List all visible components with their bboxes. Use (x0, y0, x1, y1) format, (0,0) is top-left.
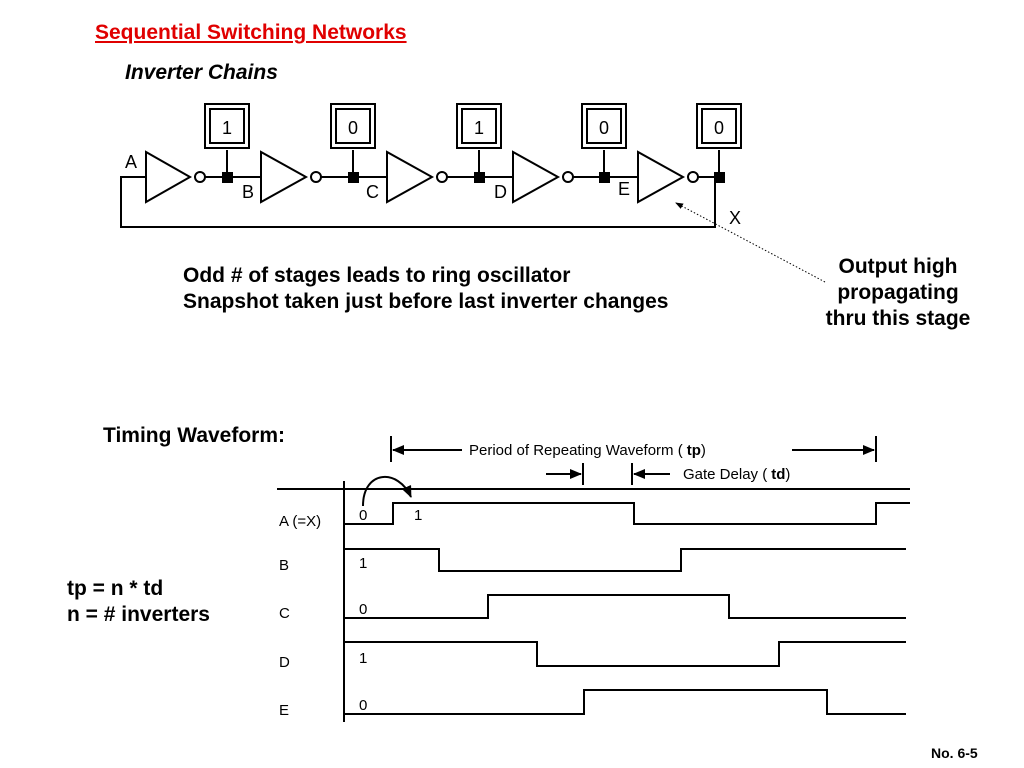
waveform-a (344, 502, 910, 525)
inverter-1 (145, 150, 193, 204)
period-label: Period of Repeating Waveform (tp) (469, 442, 706, 459)
probe-pin-5 (714, 172, 725, 183)
callout-line-3: thru this stage (825, 307, 971, 330)
waveform-d (344, 641, 906, 667)
callout-text: Output high propagating thru this stage (812, 254, 984, 332)
waveform-e (344, 689, 906, 715)
signal-name-a: A (=X) (279, 513, 321, 530)
timing-waveform-title: Timing Waveform: (103, 424, 286, 447)
inverter-4 (512, 150, 561, 204)
waveform-c (344, 594, 906, 619)
node-label-c: C (366, 182, 379, 202)
probe-pin-4 (599, 172, 610, 183)
page-number: No. 6-5 (931, 745, 978, 761)
node-label-b: B (242, 182, 254, 202)
slide-title: Sequential Switching Networks (95, 21, 407, 44)
signal-name-b: B (279, 557, 289, 574)
node-label-a: A (125, 152, 137, 172)
inverter-2-bubble (310, 171, 322, 183)
signal-name-e: E (279, 702, 289, 719)
waveform-d-initial: 1 (359, 650, 367, 667)
note-snapshot: Snapshot taken just before last inverter… (183, 290, 669, 313)
probe-pin-3 (474, 172, 485, 183)
gate-delay-label: Gate Delay (td) (683, 466, 790, 483)
note-ring-oscillator: Odd # of stages leads to ring oscillator (183, 264, 571, 287)
callout-arrow (675, 202, 826, 283)
probe-pin-1 (222, 172, 233, 183)
node-label-e: E (618, 179, 630, 199)
waveform-a-initial: 0 (359, 507, 367, 524)
inverter-1-bubble (194, 171, 206, 183)
inverter-3-bubble (436, 171, 448, 183)
waveform-b (344, 548, 906, 572)
waveform-b-initial: 1 (359, 555, 367, 572)
formula-tp: tp = n * td (67, 577, 164, 600)
waveform-a-after: 1 (414, 507, 422, 524)
inverter-2 (260, 150, 309, 204)
feedback-wire (120, 176, 716, 228)
formula-n: n = # inverters (67, 603, 210, 626)
inverter-5-bubble (687, 171, 699, 183)
callout-line-1: Output high (838, 255, 958, 278)
node-label-d: D (494, 182, 507, 202)
section-subtitle: Inverter Chains (125, 61, 278, 84)
probe-value-2: 0 (348, 118, 358, 138)
waveform-e-initial: 0 (359, 697, 367, 714)
delay-curved-arrow (362, 475, 412, 507)
probe-value-3: 1 (474, 118, 484, 138)
signal-name-c: C (279, 605, 290, 622)
probe-value-5: 0 (714, 118, 724, 138)
probe-value-4: 0 (599, 118, 609, 138)
signal-name-d: D (279, 654, 290, 671)
inverter-4-bubble (562, 171, 574, 183)
callout-line-2: propagating (837, 281, 959, 304)
inverter-3 (386, 150, 435, 204)
inverter-5 (637, 150, 686, 204)
node-label-x: X (729, 208, 741, 228)
probe-pin-2 (348, 172, 359, 183)
probe-value-1: 1 (222, 118, 232, 138)
waveform-c-initial: 0 (359, 601, 367, 618)
